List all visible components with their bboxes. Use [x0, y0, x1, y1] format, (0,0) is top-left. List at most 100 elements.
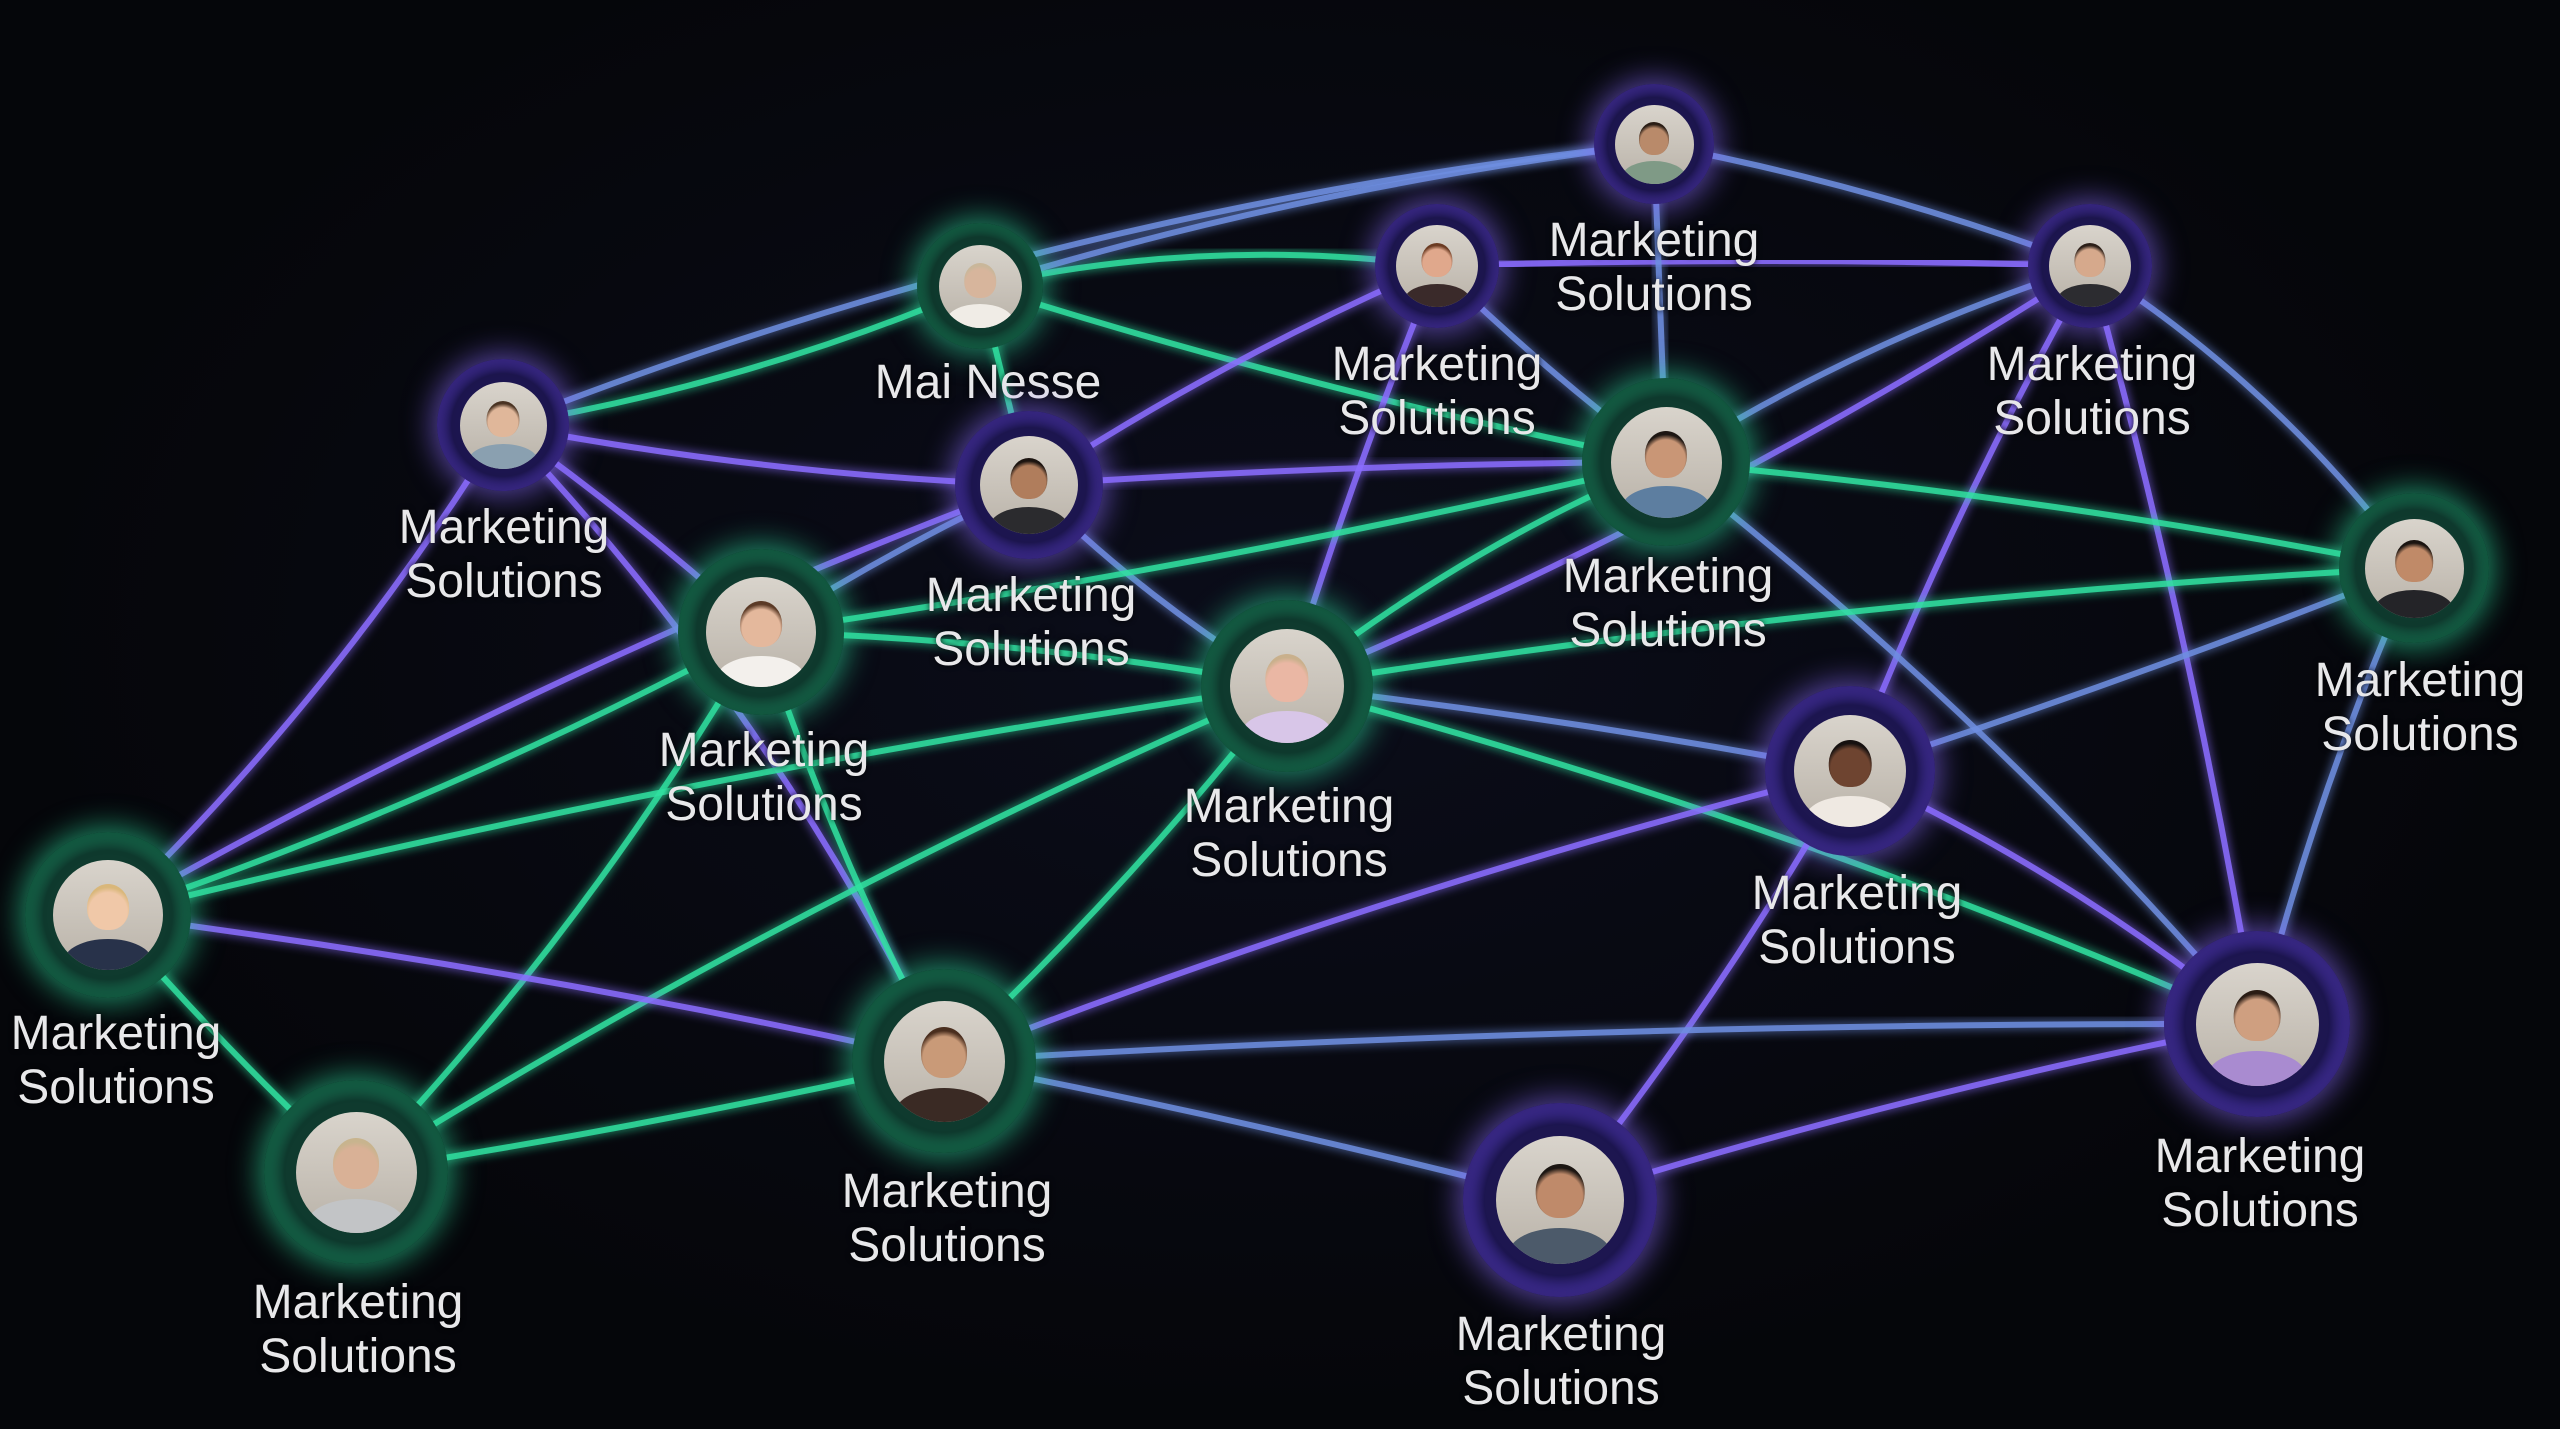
profile-node-n3[interactable]	[917, 223, 1043, 349]
connection-line-n6-n12	[106, 482, 1031, 918]
connection-line-n3-n5	[502, 283, 982, 428]
avatar-head	[1644, 430, 1688, 478]
node-label-line2: Solutions	[932, 623, 1130, 676]
node-label-n16: Marketing Solutions	[1456, 1308, 1667, 1416]
profile-node-n16[interactable]	[1463, 1103, 1657, 1297]
avatar	[1496, 1136, 1624, 1264]
connection-line-n4-n14	[2087, 265, 2260, 1025]
profile-node-n7[interactable]	[1582, 378, 1750, 546]
node-label-n9: Marketing Solutions	[659, 724, 870, 832]
avatar-head	[1638, 121, 1670, 156]
node-label-line1: Marketing	[841, 1165, 1053, 1218]
avatar-body	[64, 939, 152, 970]
node-label-n1: Marketing Solutions	[1549, 214, 1760, 322]
avatar-body	[717, 656, 805, 687]
connection-line-n2-n4	[1436, 258, 2091, 269]
avatar-head	[1265, 654, 1309, 702]
avatar-head	[2395, 540, 2433, 582]
avatar	[883, 1000, 1005, 1122]
node-label-line2: Solutions	[1569, 604, 1767, 657]
avatar-body	[1404, 284, 1470, 307]
profile-node-n9[interactable]	[678, 549, 844, 715]
connection-line-n9-n15	[353, 630, 764, 1175]
node-label-line1: Marketing	[252, 1276, 464, 1329]
node-label-line2: Solutions	[1555, 268, 1753, 321]
profile-node-n11[interactable]	[1765, 686, 1935, 856]
avatar-body	[895, 1087, 993, 1122]
avatar-head	[921, 1027, 967, 1078]
node-label-line1: Marketing	[925, 569, 1137, 622]
avatar-head	[87, 884, 129, 931]
connection-line-n8-n10	[1286, 565, 2415, 689]
profile-node-n2[interactable]	[1375, 204, 1499, 328]
node-label-line2: Solutions	[1758, 921, 1956, 974]
node-label-line1: Marketing	[1548, 214, 1760, 267]
profile-node-n14[interactable]	[2164, 931, 2350, 1117]
avatar-body	[989, 506, 1069, 534]
profile-node-n13[interactable]	[852, 969, 1036, 1153]
node-label-n7: Marketing Solutions	[1563, 550, 1774, 658]
node-label-n3: Mai Nesse	[875, 356, 1102, 410]
avatar-body	[1621, 486, 1711, 518]
node-label-n15: Marketing Solutions	[253, 1276, 464, 1384]
profile-node-n4[interactable]	[2028, 204, 2152, 328]
profile-node-n10[interactable]	[1201, 600, 1373, 772]
avatar	[980, 436, 1078, 534]
profile-node-n15[interactable]	[264, 1080, 448, 1264]
node-label-line1: Marketing	[1331, 338, 1543, 391]
avatar	[2195, 962, 2319, 1086]
node-label-line1: Marketing	[1455, 1308, 1667, 1361]
node-label-line1: Marketing	[398, 501, 610, 554]
connection-line-n10-n15	[354, 683, 1289, 1175]
avatar-body	[2057, 284, 2123, 307]
avatar-head	[2233, 989, 2281, 1042]
profile-node-n12[interactable]	[25, 832, 191, 998]
avatar-body	[1241, 711, 1333, 743]
node-label-line2: Solutions	[259, 1330, 457, 1383]
connection-line-n9-n12	[107, 629, 763, 918]
node-label-n8: Marketing Solutions	[2315, 654, 2526, 762]
avatar-body	[1622, 161, 1686, 184]
profile-node-n6[interactable]	[955, 411, 1103, 559]
avatar	[2364, 518, 2464, 618]
node-label-line2: Solutions	[2161, 1184, 2359, 1237]
avatar-body	[2207, 1051, 2307, 1086]
node-label-n12: Marketing Solutions	[11, 1007, 222, 1115]
avatar	[1794, 715, 1906, 827]
avatar-head	[1535, 1164, 1585, 1218]
node-label-line1: Marketing	[1986, 338, 2198, 391]
avatar-body	[946, 304, 1014, 328]
connection-line-n5-n12	[105, 423, 506, 918]
node-label-line1: Marketing	[2314, 654, 2526, 707]
avatar-head	[1010, 457, 1048, 499]
node-label-line1: Marketing	[2154, 1130, 2366, 1183]
profile-node-n5[interactable]	[437, 359, 569, 491]
node-label-n5: Marketing Solutions	[399, 501, 610, 609]
avatar-head	[333, 1138, 379, 1189]
node-label-n13: Marketing Solutions	[842, 1165, 1053, 1273]
avatar-body	[2374, 589, 2454, 618]
avatar	[295, 1111, 417, 1233]
avatar-body	[1805, 795, 1895, 827]
avatar	[53, 860, 163, 970]
node-label-line2: Solutions	[1993, 392, 2191, 445]
node-label-line2: Solutions	[848, 1219, 1046, 1272]
node-label-n11: Marketing Solutions	[1752, 867, 1963, 975]
avatar	[706, 577, 816, 687]
connection-line-n7-n9	[760, 459, 1667, 635]
node-label-line2: Solutions	[1462, 1362, 1660, 1415]
avatar-head	[964, 262, 996, 298]
connection-line-n5-n6	[502, 422, 1030, 488]
avatar	[1614, 104, 1694, 184]
avatar-head	[740, 601, 782, 648]
connection-line-n16-n14	[1559, 1021, 2258, 1203]
node-label-line2: Solutions	[405, 555, 603, 608]
profile-node-n1[interactable]	[1594, 84, 1714, 204]
avatar	[1230, 629, 1344, 743]
node-label-n10: Marketing Solutions	[1184, 780, 1395, 888]
node-label-n14: Marketing Solutions	[2155, 1130, 2366, 1238]
avatar	[2049, 225, 2131, 307]
avatar	[1610, 406, 1722, 518]
profile-node-n8[interactable]	[2339, 493, 2489, 643]
